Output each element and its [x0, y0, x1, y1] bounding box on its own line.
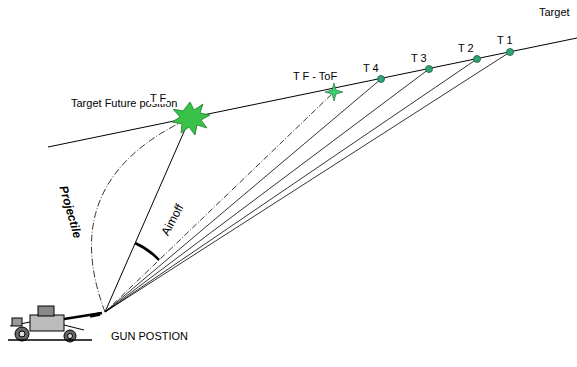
target-label: T F — [149, 92, 167, 104]
target-label: T F - ToF — [292, 70, 338, 82]
target-dot — [507, 49, 514, 56]
target-dot — [474, 56, 481, 63]
position-label: GUN POSTION — [110, 330, 189, 342]
target-label: T 2 — [457, 42, 475, 54]
star-marker — [325, 83, 343, 101]
target-dot — [426, 66, 433, 73]
sight-line — [105, 52, 510, 312]
aimoff-arc — [135, 243, 159, 260]
trajectory-label: Projectile — [56, 183, 84, 240]
projectile-trajectory — [91, 118, 190, 312]
sight-line — [105, 92, 334, 312]
sight-line — [105, 59, 477, 312]
angle-label: Aimoff — [159, 201, 187, 239]
target-path — [48, 38, 577, 147]
target-label: T 3 — [410, 52, 428, 64]
sight-line — [105, 79, 381, 312]
gun-sketch — [8, 306, 102, 342]
target-label: T 4 — [362, 62, 380, 74]
target-dot — [378, 76, 385, 83]
aim-line — [105, 118, 190, 312]
target-label: T 1 — [496, 34, 514, 46]
target-label: Target — [538, 6, 571, 18]
